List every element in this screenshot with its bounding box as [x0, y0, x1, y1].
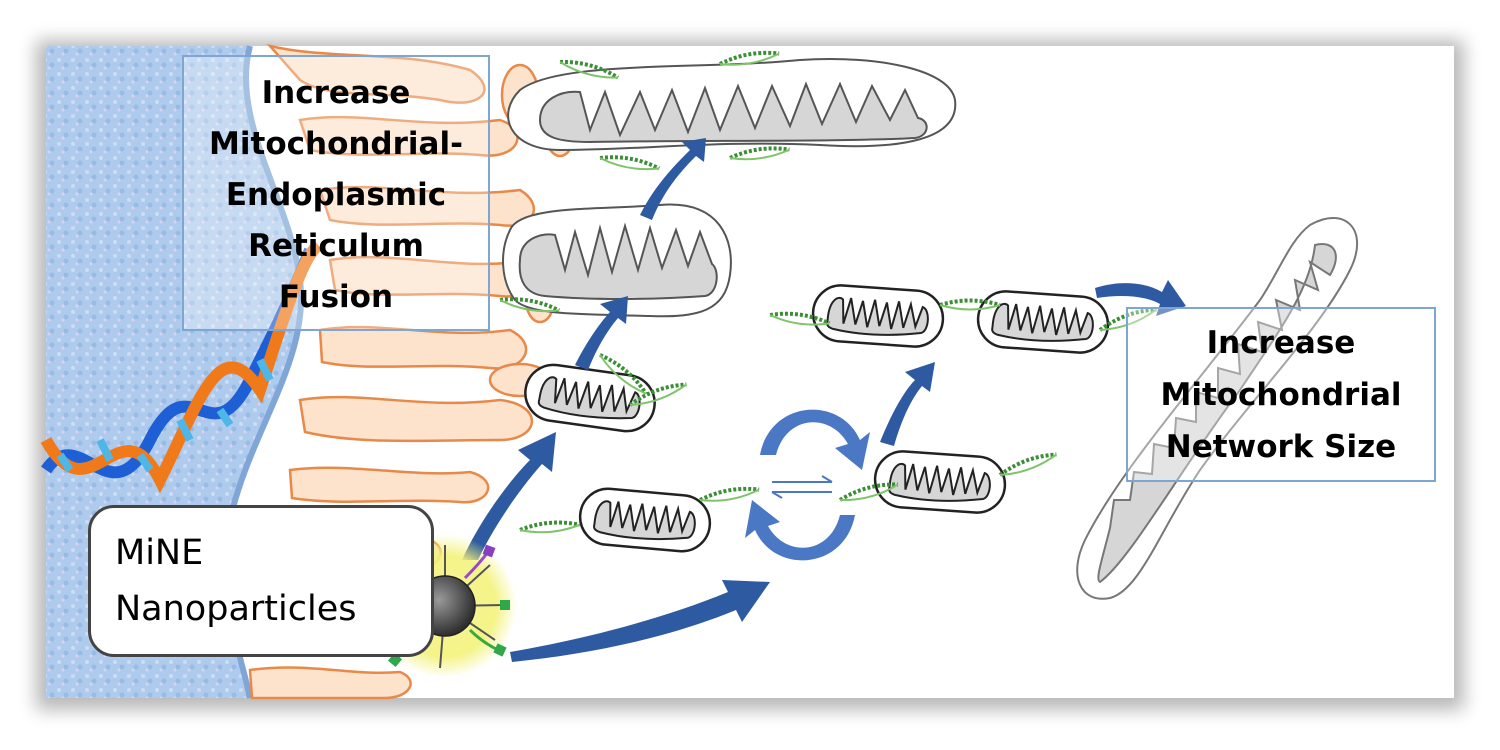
mitochondrion-right-center — [871, 448, 1009, 516]
er-fusion-line-1: Increase — [261, 74, 411, 111]
er-fusion-line-3: Endoplasmic — [225, 176, 447, 213]
mitochondrion-fused-right — [974, 288, 1112, 356]
nanoparticles-line-1: MiNE — [115, 533, 204, 573]
dna-helix-icon — [40, 240, 323, 494]
er-fusion-line-4: Reticulum — [248, 227, 424, 264]
mitochondrion-upper-middle — [502, 203, 732, 318]
er-fusion-label: Increase Mitochondrial- Endoplasmic Reti… — [182, 55, 490, 331]
mitochondrion-top-elongated — [507, 58, 957, 152]
er-fusion-line-5: Fusion — [278, 278, 394, 315]
nanoparticles-label: MiNE Nanoparticles — [88, 505, 434, 657]
network-size-line-2: Mitochondrial — [1160, 376, 1402, 413]
equilibrium-arrows-icon — [771, 475, 833, 499]
network-size-line-3: Network Size — [1165, 428, 1397, 465]
network-size-label: Increase Mitochondrial Network Size — [1126, 307, 1436, 482]
fission-fusion-cycle-icon — [745, 409, 870, 561]
network-size-line-1: Increase — [1206, 324, 1356, 361]
mitochondrion-left-center — [576, 485, 714, 555]
process-arrows — [462, 138, 1186, 662]
mitochondrion-fused-left — [809, 282, 947, 350]
mitochondrion-network — [1076, 217, 1359, 600]
er-fusion-line-2: Mitochondrial- — [209, 125, 463, 162]
nanoparticles-line-2: Nanoparticles — [115, 589, 357, 629]
